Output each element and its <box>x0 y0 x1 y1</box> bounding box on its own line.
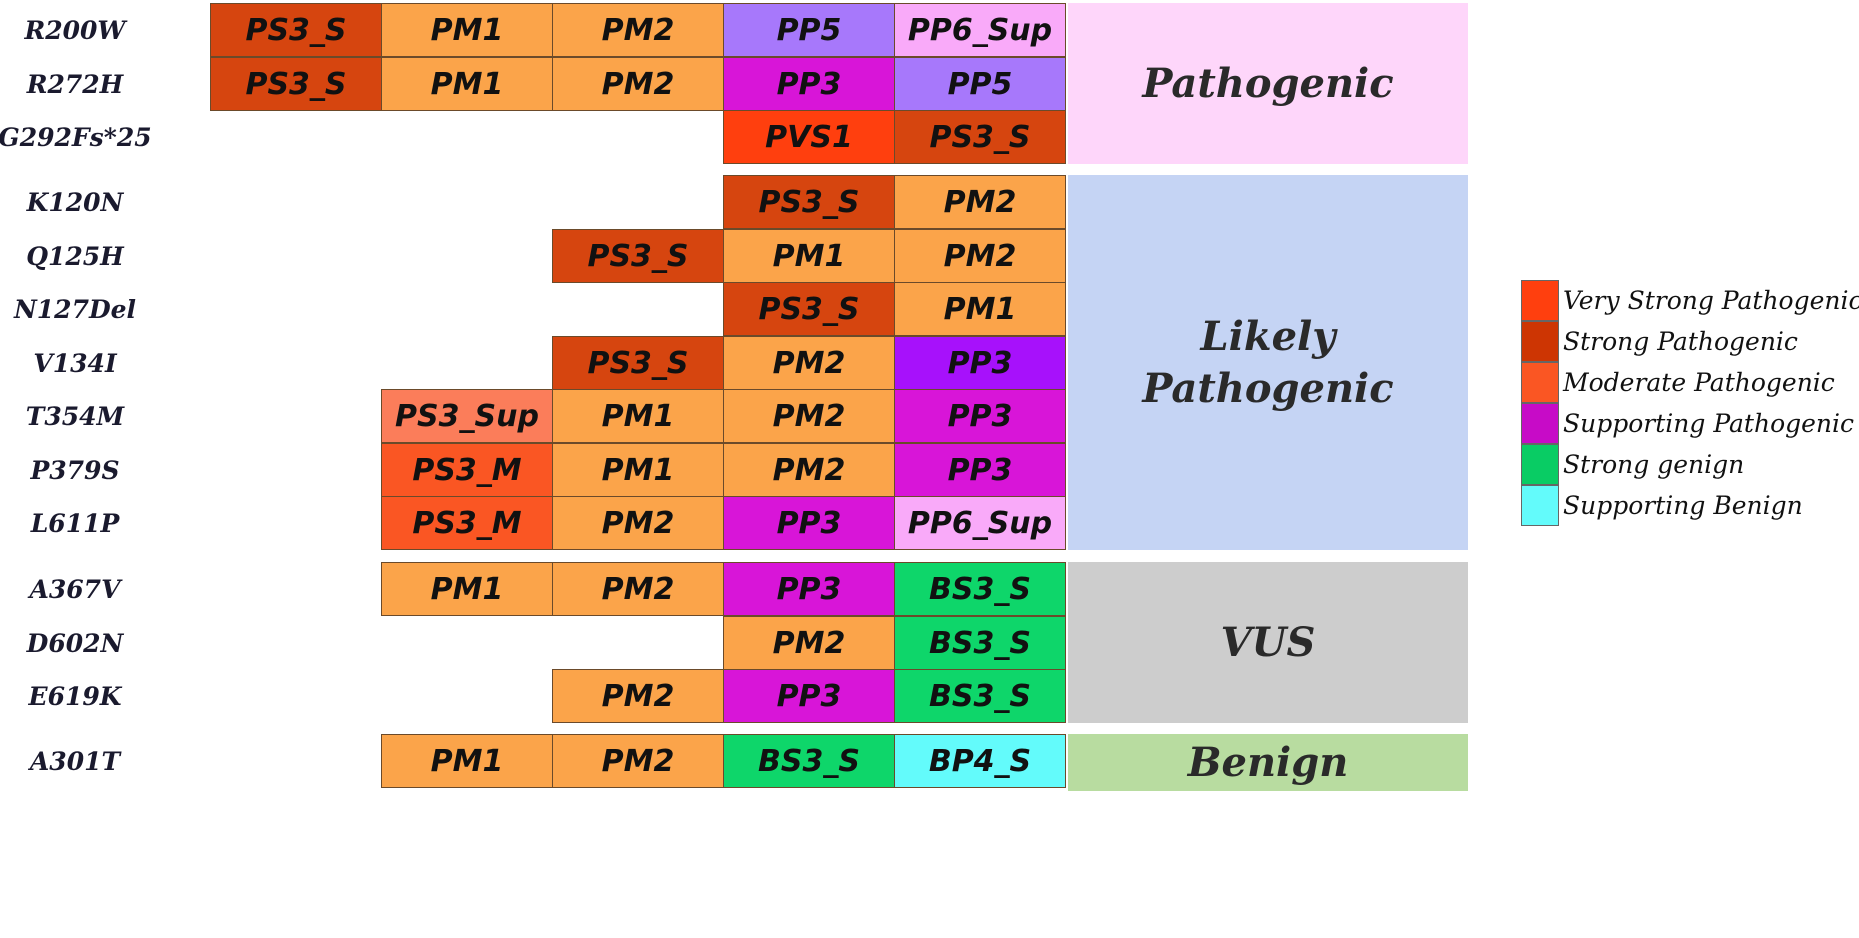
criterion-cell: PM1 <box>894 282 1066 336</box>
legend-swatch <box>1521 321 1559 362</box>
variant-label: L611P <box>30 508 120 538</box>
criterion-cell: PP3 <box>723 57 895 111</box>
criterion-cell: PS3_S <box>723 175 895 229</box>
variant-label: N127Del <box>13 294 137 324</box>
criterion-cell: PM2 <box>723 616 895 670</box>
criterion-cell: PS3_Sup <box>381 389 553 443</box>
criterion-cell: PM2 <box>723 389 895 443</box>
criterion-cell: PM1 <box>381 3 553 57</box>
legend-label: Supporting Pathogenic <box>1563 409 1855 438</box>
criterion-cell: PS3_M <box>381 443 553 497</box>
variant-label: K120N <box>26 187 124 217</box>
criterion-cell: PP5 <box>894 57 1066 111</box>
variant-label: R200W <box>24 15 126 45</box>
criterion-cell: PS3_S <box>210 3 382 57</box>
classification-label: VUS <box>1220 618 1316 666</box>
criterion-cell: PP5 <box>723 3 895 57</box>
criterion-cell: PP3 <box>723 562 895 616</box>
classification-block <box>1068 175 1468 550</box>
criterion-cell: PP6_Sup <box>894 3 1066 57</box>
legend-swatch <box>1521 485 1559 526</box>
criterion-cell: PM1 <box>552 389 724 443</box>
criterion-cell: PP3 <box>894 443 1066 497</box>
criterion-cell: PP6_Sup <box>894 496 1066 550</box>
criterion-cell: PM2 <box>894 229 1066 283</box>
criterion-cell: PM2 <box>552 57 724 111</box>
criterion-cell: PS3_S <box>894 110 1066 164</box>
legend-label: Strong genign <box>1563 450 1745 479</box>
criterion-cell: PM2 <box>552 562 724 616</box>
legend-swatch <box>1521 403 1559 444</box>
variant-label: P379S <box>30 455 120 485</box>
criterion-cell: PM2 <box>894 175 1066 229</box>
criterion-cell: PM2 <box>552 3 724 57</box>
classification-label: Likely Pathogenic <box>1142 312 1394 412</box>
criterion-cell: PS3_S <box>552 229 724 283</box>
criterion-cell: BS3_S <box>723 734 895 788</box>
classification-label: Benign <box>1187 738 1349 786</box>
variant-label: A367V <box>29 574 121 604</box>
legend-swatch <box>1521 444 1559 485</box>
legend-label: Strong Pathogenic <box>1563 327 1798 356</box>
criterion-cell: PS3_S <box>723 282 895 336</box>
criterion-cell: BS3_S <box>894 616 1066 670</box>
variant-label: D602N <box>26 628 124 658</box>
legend-label: Moderate Pathogenic <box>1563 368 1835 397</box>
legend-swatch <box>1521 362 1559 403</box>
criterion-cell: PM2 <box>723 443 895 497</box>
criterion-cell: PM2 <box>552 734 724 788</box>
criterion-cell: PP3 <box>894 389 1066 443</box>
criterion-cell: PM1 <box>723 229 895 283</box>
classification-block <box>1068 562 1468 723</box>
criterion-cell: PS3_S <box>552 336 724 390</box>
legend-label: Supporting Benign <box>1563 491 1803 520</box>
criterion-cell: PM2 <box>552 496 724 550</box>
criterion-cell: PP3 <box>723 496 895 550</box>
variant-label: V134I <box>33 348 117 378</box>
criterion-cell: PM2 <box>723 336 895 390</box>
classification-label: Pathogenic <box>1142 59 1394 107</box>
criterion-cell: PVS1 <box>723 110 895 164</box>
legend-swatch <box>1521 280 1559 321</box>
criterion-cell: PM2 <box>552 669 724 723</box>
criterion-cell: BP4_S <box>894 734 1066 788</box>
classification-block <box>1068 3 1468 164</box>
variant-label: Q125H <box>26 241 124 271</box>
variant-label: R272H <box>26 69 124 99</box>
criterion-cell: PP3 <box>894 336 1066 390</box>
criterion-cell: PM1 <box>381 57 553 111</box>
variant-label: E619K <box>28 681 122 711</box>
legend-label: Very Strong Pathogenic <box>1563 286 1859 315</box>
criterion-cell: PS3_M <box>381 496 553 550</box>
criterion-cell: PM1 <box>381 734 553 788</box>
variant-label: T354M <box>25 401 125 431</box>
criterion-cell: PS3_S <box>210 57 382 111</box>
criterion-cell: BS3_S <box>894 669 1066 723</box>
variant-label: A301T <box>29 746 121 776</box>
criterion-cell: BS3_S <box>894 562 1066 616</box>
variant-label: G292Fs*25 <box>0 122 152 152</box>
criterion-cell: PP3 <box>723 669 895 723</box>
criterion-cell: PM1 <box>552 443 724 497</box>
criterion-cell: PM1 <box>381 562 553 616</box>
classification-block <box>1068 734 1468 791</box>
